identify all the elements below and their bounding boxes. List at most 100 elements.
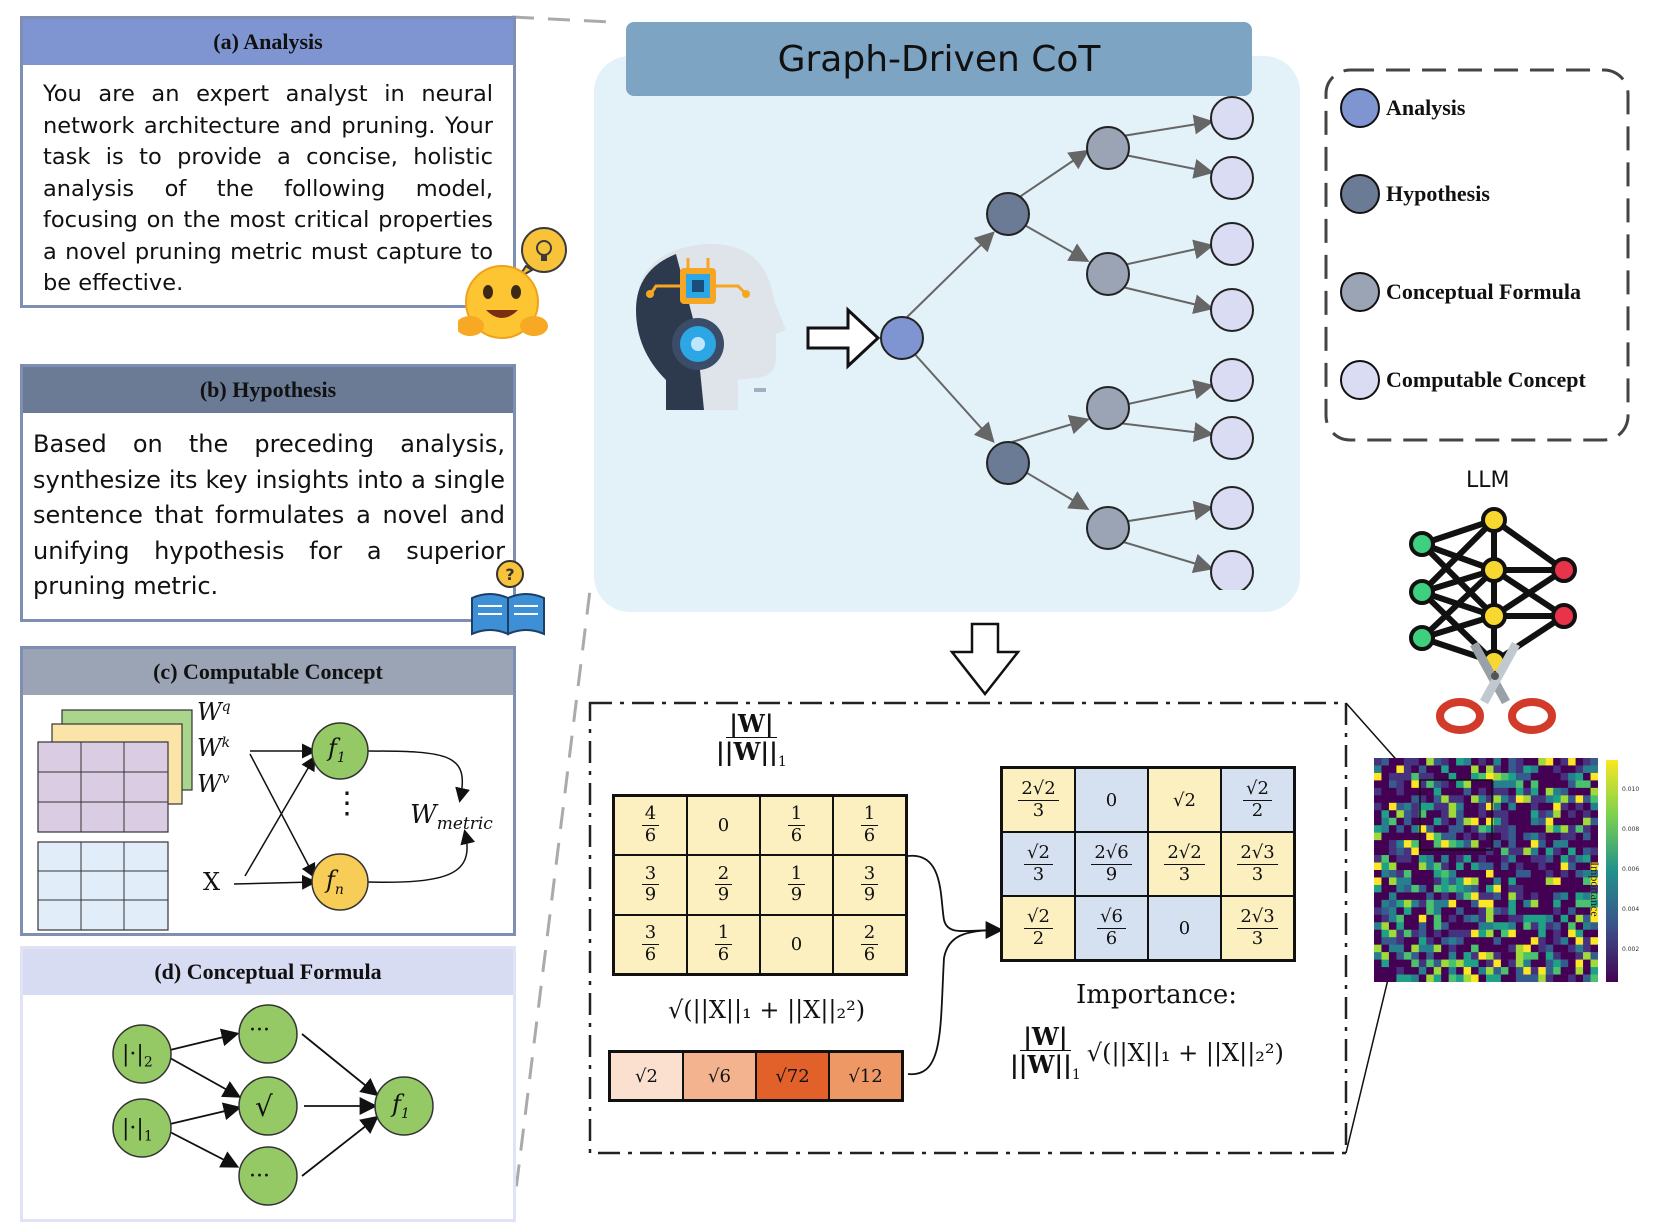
heatmap-cell (1381, 825, 1390, 833)
heatmap-cell (1463, 855, 1472, 863)
heatmap-cell (1523, 914, 1532, 923)
colorbar-tick: 0.010 (1622, 786, 1640, 793)
heatmap-cell (1590, 862, 1598, 871)
heatmap-cell (1411, 899, 1420, 908)
heatmap-cell (1448, 899, 1457, 908)
heatmap-cell (1448, 772, 1457, 781)
heatmap-cell (1583, 929, 1591, 938)
heatmap-cell (1575, 877, 1584, 886)
heatmap-cell (1448, 802, 1457, 811)
heatmap-cell (1388, 870, 1397, 878)
heatmap-cell (1590, 884, 1598, 893)
heatmap-cell (1403, 937, 1412, 945)
heatmap-cell (1538, 855, 1547, 863)
heatmap-cell (1545, 787, 1554, 796)
heatmap-cell (1388, 929, 1397, 938)
heatmap-cell (1441, 929, 1449, 938)
heatmap-cell (1523, 787, 1532, 796)
analysis-panel: (a) Analysis You are an expert analyst i… (20, 16, 516, 308)
heatmap-cell (1523, 907, 1532, 916)
heatmap-cell (1381, 907, 1390, 916)
input-arrow (806, 306, 881, 370)
heatmap-cell (1403, 855, 1412, 863)
heatmap-cell (1508, 944, 1517, 953)
heatmap-cell (1500, 795, 1509, 804)
heatmap-cell (1508, 967, 1517, 975)
heatmap-cell (1538, 974, 1547, 982)
heatmap-cell (1411, 847, 1420, 856)
heatmap-cell (1486, 832, 1494, 841)
heatmap-cell (1486, 855, 1494, 863)
heatmap-cell (1523, 959, 1532, 968)
heatmap-cell (1426, 952, 1435, 960)
heatmap-cell (1590, 937, 1598, 945)
heatmap-cell (1583, 758, 1591, 766)
heatmap-cell (1396, 847, 1405, 856)
zoom-line-bottom (510, 589, 592, 1223)
heatmap-cell (1478, 855, 1487, 863)
heatmap-cell (1411, 795, 1420, 804)
heatmap-cell (1463, 840, 1472, 848)
heatmap-cell (1456, 832, 1464, 841)
x-norm-cell: √2 (610, 1052, 683, 1100)
heatmap-cell (1471, 810, 1479, 819)
heatmap-cell (1560, 952, 1569, 960)
colorbar-tick: 0.006 (1622, 866, 1640, 873)
heatmap-cell (1575, 944, 1584, 953)
heatmap-cell (1500, 974, 1509, 982)
heatmap-cell (1381, 817, 1390, 826)
heatmap-cell (1523, 862, 1532, 871)
heatmap-cell (1538, 914, 1547, 923)
heatmap-cell (1568, 877, 1576, 886)
weight-matrix-stack (37, 741, 169, 833)
heatmap-cell (1448, 967, 1457, 975)
heatmap-cell (1500, 810, 1509, 819)
heatmap-cell (1553, 922, 1561, 931)
heatmap-cell (1553, 758, 1561, 766)
heatmap-cell (1463, 772, 1472, 781)
f1-output-node (374, 1076, 434, 1136)
heatmap-cell (1590, 959, 1598, 968)
heatmap-cell (1493, 944, 1502, 953)
heatmap-cell (1575, 862, 1584, 871)
heatmap-cell (1538, 802, 1547, 811)
heatmap-cell (1568, 892, 1576, 901)
heatmap-cell (1500, 922, 1509, 931)
heatmap-cell (1515, 892, 1524, 901)
heatmap-cell (1396, 922, 1405, 931)
heatmap-cell (1471, 914, 1479, 923)
heatmap-cell (1396, 795, 1405, 804)
heatmap-cell (1448, 907, 1457, 916)
heatmap-cell (1448, 929, 1457, 938)
hypothesis-heading: (b) Hypothesis (23, 367, 513, 413)
heatmap-cell (1575, 922, 1584, 931)
heatmap-cell (1530, 899, 1539, 908)
heatmap-cell (1493, 877, 1502, 886)
heatmap-cell (1388, 892, 1397, 901)
heatmap-cell (1545, 765, 1554, 774)
heatmap-cell (1553, 832, 1561, 841)
heatmap-cell (1560, 892, 1569, 901)
heatmap-cell (1538, 944, 1547, 953)
computable-concept-heading: (c) Computable Concept (23, 649, 513, 695)
heatmap-cell (1486, 967, 1494, 975)
heatmap-cell (1545, 772, 1554, 781)
heatmap-cell (1515, 952, 1524, 960)
heatmap-cell (1374, 899, 1382, 908)
merge-arrows (907, 855, 1004, 1075)
heatmap-cell (1418, 974, 1427, 982)
heatmap-cell (1545, 959, 1554, 968)
heatmap-cell (1426, 787, 1435, 796)
heatmap-cell (1500, 944, 1509, 953)
heatmap-cell (1583, 944, 1591, 953)
heatmap-cell (1515, 899, 1524, 908)
heatmap-cell (1456, 787, 1464, 796)
heatmap-cell (1426, 944, 1435, 953)
heatmap-cell (1433, 758, 1442, 766)
heatmap-cell (1381, 974, 1390, 982)
heatmap-cell (1500, 892, 1509, 901)
heatmap-cell (1471, 758, 1479, 766)
heatmap-cell (1575, 780, 1584, 789)
